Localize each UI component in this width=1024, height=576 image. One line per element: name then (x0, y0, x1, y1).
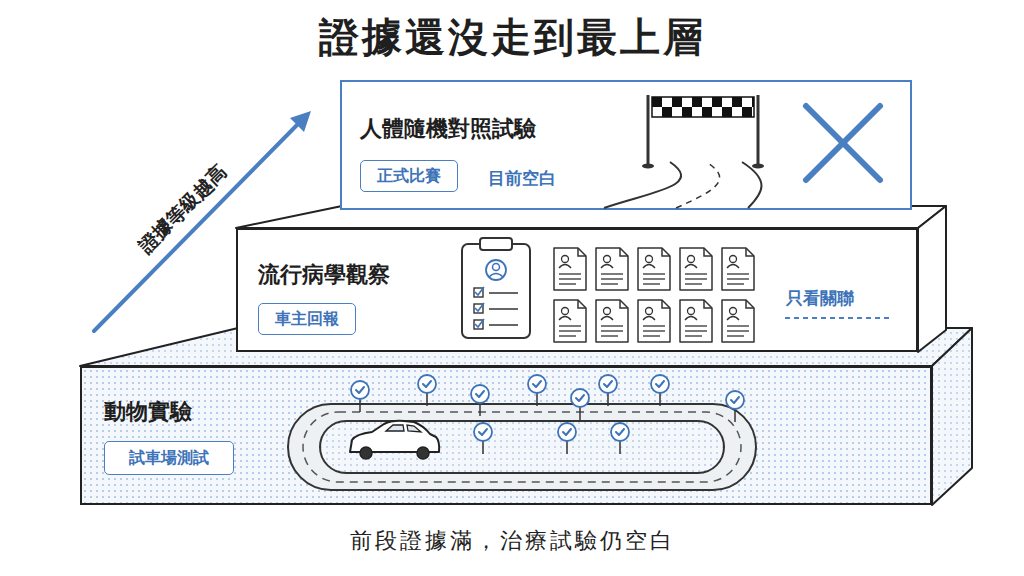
test-track (288, 404, 756, 490)
bottom-slab-depth (80, 328, 972, 505)
check-pins (351, 375, 744, 454)
report-documents (554, 248, 754, 342)
diagram-title: 證據還沒走到最上層 (0, 10, 1024, 65)
level-heading: 流行病學觀察 (258, 260, 390, 290)
level-heading: 人體隨機對照試驗 (360, 114, 536, 144)
analogy-tag: 試車場測試 (104, 441, 234, 475)
status-note: 目前空白 (488, 167, 556, 190)
empty-cross (806, 106, 880, 180)
status-note: 只看關聯 (786, 287, 854, 310)
tag-text: 正式比賽 (377, 166, 441, 187)
tag-text: 車主回報 (275, 309, 339, 330)
level-heading: 動物實驗 (104, 397, 192, 427)
car (350, 421, 439, 459)
diagram-caption: 前段證據滿，治療試驗仍空白 (0, 526, 1024, 556)
association-dash (785, 317, 890, 319)
evidence-level-box: 流行病學觀察只看關聯車主回報 (236, 228, 918, 352)
evidence-level-box: 動物實驗試車場測試 (80, 366, 932, 505)
evidence-level-box: 人體隨機對照試驗目前空白 正式比賽 (340, 80, 912, 210)
tag-text: 試車場測試 (129, 448, 209, 469)
axis-label: 證據等級越高 (121, 147, 245, 271)
clipboard (462, 238, 530, 338)
finish-flag (604, 95, 764, 208)
analogy-tag: 正式比賽 (360, 160, 458, 192)
analogy-tag: 車主回報 (258, 303, 356, 335)
middle-slab-depth (236, 206, 946, 352)
